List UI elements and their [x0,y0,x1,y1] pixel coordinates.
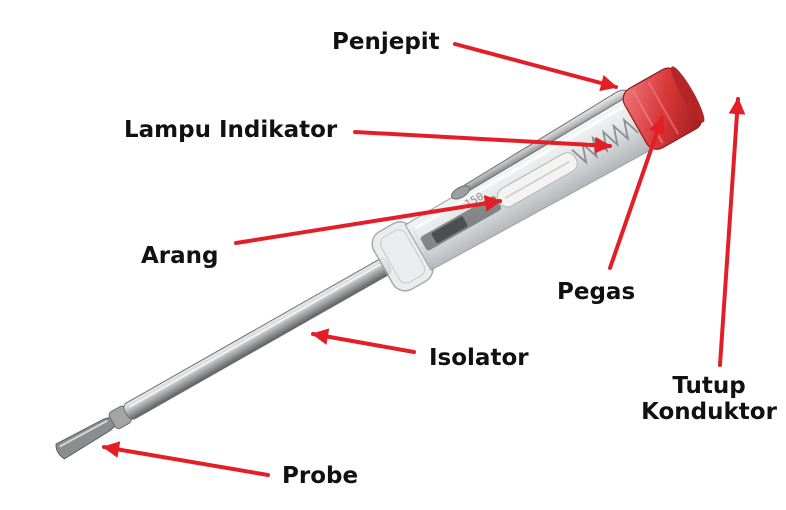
label-penjepit: Penjepit [332,29,440,55]
label-probe: Probe [282,463,359,489]
probe-tip-highlight [59,419,108,448]
label-pegas: Pegas [557,279,636,305]
arrow-pegas [608,116,665,270]
resistor-core [431,216,468,244]
grip-collar-inner [379,229,426,284]
arrow-tutup-konduktor [718,97,746,367]
label-isolator: Isolator [429,345,529,371]
label-lampu-indikator: Lampu Indikator [124,117,338,143]
arrow-isolator [311,328,416,354]
shaft-highlight [128,262,382,408]
label-tutup-konduktor: Tutup Konduktor [636,373,782,425]
lamp-filament [504,160,570,199]
arrow-penjepit [453,42,618,92]
arrow-arang [234,195,502,245]
pocket-clip-tip [451,185,471,200]
label-tutup-line2: Konduktor [641,399,777,425]
cap-ridge [647,81,680,135]
arrow-lampu-indikator [353,130,612,154]
label-tutup-line1: Tutup [672,373,746,399]
arrow-probe [102,441,270,477]
arrows [102,42,746,477]
probe-tip [55,416,118,460]
label-arang: Arang [141,243,219,269]
cap-end [671,66,705,123]
